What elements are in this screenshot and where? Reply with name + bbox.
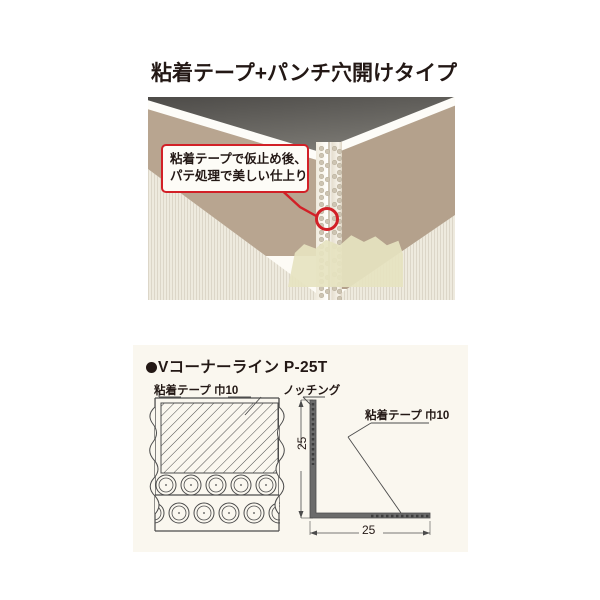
punch-hole bbox=[319, 202, 324, 207]
punch-hole bbox=[337, 226, 342, 231]
label-tape-left: 粘着テープ 巾10 bbox=[154, 385, 239, 397]
punch-hole bbox=[337, 296, 342, 300]
punch-hole bbox=[325, 149, 330, 154]
punch-hole bbox=[337, 212, 342, 217]
punch-hole bbox=[325, 177, 330, 182]
punch-hole bbox=[337, 163, 342, 168]
technical-drawing bbox=[133, 385, 431, 552]
dimension-value-horizontal: 25 bbox=[362, 523, 376, 537]
punch-hole bbox=[337, 191, 342, 196]
punch-hole bbox=[319, 230, 324, 235]
corner-bead-installation-photo: 粘着テープで仮止め後、 パテ処理で美しい仕上り bbox=[148, 97, 455, 300]
spec-heading-text: Vコーナーライン P-25T bbox=[158, 359, 328, 376]
punch-hole bbox=[332, 160, 337, 165]
adhesive-tape-hatch-area bbox=[160, 402, 279, 474]
punch-hole bbox=[325, 289, 330, 294]
callout-balloon: 粘着テープで仮止め後、 パテ処理で美しい仕上り bbox=[161, 144, 309, 193]
punch-hole bbox=[332, 230, 337, 235]
punch-hole bbox=[332, 146, 337, 151]
callout-line-1: 粘着テープで仮止め後、 bbox=[170, 152, 307, 166]
label-tape-right: 粘着テープ 巾10 bbox=[365, 410, 450, 422]
punch-hole bbox=[319, 153, 324, 158]
punch-hole bbox=[337, 156, 342, 161]
punch-hole bbox=[319, 293, 324, 298]
spec-heading: Vコーナーライン P-25T bbox=[146, 355, 328, 377]
page-title: 粘着テープ+パンチ穴開けタイプ bbox=[150, 62, 458, 85]
punch-hole bbox=[337, 240, 342, 245]
punch-hole bbox=[332, 202, 337, 207]
punch-hole bbox=[337, 219, 342, 224]
punch-hole bbox=[332, 188, 337, 193]
punch-holes-row-1 bbox=[155, 474, 277, 496]
specification-panel: Vコーナーライン P-25T bbox=[133, 345, 468, 552]
red-circle-marker bbox=[315, 207, 339, 231]
punch-hole bbox=[319, 174, 324, 179]
punch-hole bbox=[337, 198, 342, 203]
dimension-value-vertical: 25 bbox=[295, 436, 309, 450]
punch-hole bbox=[337, 177, 342, 182]
punch-hole bbox=[325, 191, 330, 196]
punch-hole bbox=[319, 195, 324, 200]
bullet-icon bbox=[146, 362, 157, 373]
punch-hole bbox=[319, 286, 324, 291]
punch-hole bbox=[332, 174, 337, 179]
punch-hole bbox=[325, 163, 330, 168]
punch-hole bbox=[337, 149, 342, 154]
punch-hole bbox=[319, 188, 324, 193]
punch-hole bbox=[337, 233, 342, 238]
punch-hole bbox=[319, 167, 324, 172]
punch-hole bbox=[332, 286, 337, 291]
punch-hole bbox=[337, 289, 342, 294]
punch-hole bbox=[319, 237, 324, 242]
callout-line-2: パテ処理で美しい仕上り bbox=[170, 168, 308, 183]
label-notching: ノッチング bbox=[283, 385, 341, 397]
punch-hole bbox=[319, 160, 324, 165]
punch-hole bbox=[319, 181, 324, 186]
punch-hole bbox=[319, 146, 324, 151]
punch-hole bbox=[325, 233, 330, 238]
punch-hole bbox=[337, 170, 342, 175]
punch-hole bbox=[337, 184, 342, 189]
punch-holes-row-2 bbox=[143, 502, 290, 524]
product-photo-section: 粘着テープ+パンチ穴開けタイプ 粘着テープで仮止め後、 パテ処理で美しい仕上り bbox=[148, 62, 458, 300]
punch-hole bbox=[337, 205, 342, 210]
